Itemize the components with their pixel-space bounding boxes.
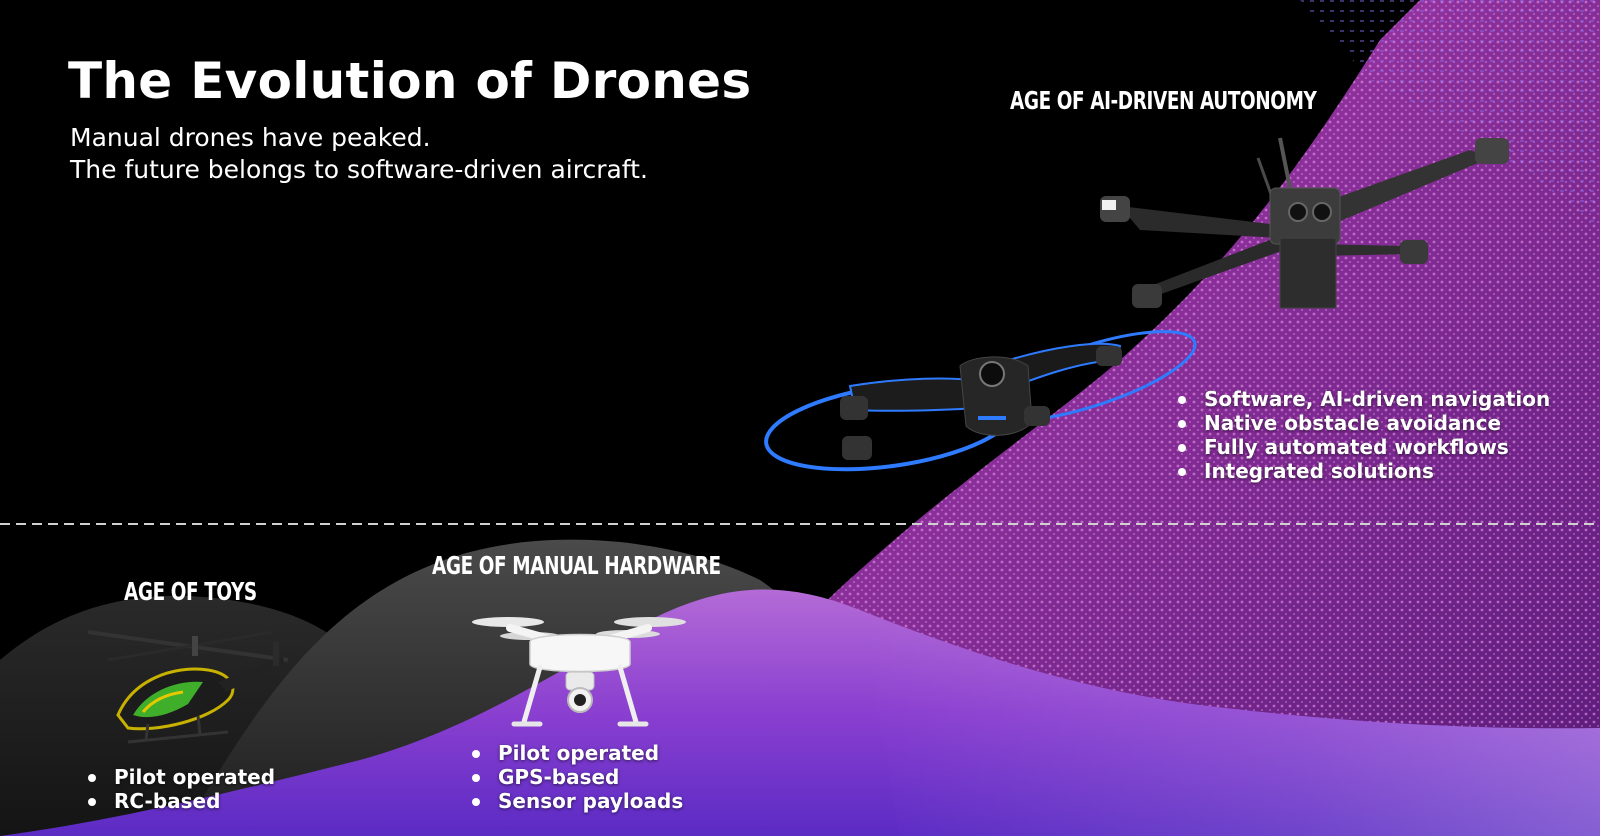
bullet-list-manual-hardware: Pilot operated GPS-based Sensor payloads	[466, 741, 683, 813]
list-item: RC-based	[82, 789, 275, 813]
list-item: Software, AI-driven navigation	[1172, 387, 1550, 411]
list-item: Pilot operated	[82, 765, 275, 789]
rc-helicopter-icon	[88, 630, 288, 744]
list-item: GPS-based	[466, 765, 683, 789]
era-label-manual-hardware: AGE OF MANUAL HARDWARE	[432, 551, 721, 580]
list-item: Sensor payloads	[466, 789, 683, 813]
list-item: Native obstacle avoidance	[1172, 411, 1550, 435]
list-item: Integrated solutions	[1172, 459, 1550, 483]
subtitle-line-1: Manual drones have peaked.	[70, 123, 431, 152]
subtitle-line-2: The future belongs to software-driven ai…	[70, 155, 648, 184]
bullet-list-toys: Pilot operated RC-based	[82, 765, 275, 813]
quadcopter-camera-icon	[472, 617, 686, 727]
era-label-ai-autonomy: AGE OF AI-DRIVEN AUTONOMY	[1010, 86, 1317, 115]
list-item: Pilot operated	[466, 741, 683, 765]
era-label-toys: AGE OF TOYS	[124, 577, 257, 606]
page-title: The Evolution of Drones	[68, 52, 752, 110]
bullet-list-ai-autonomy: Software, AI-driven navigation Native ob…	[1172, 387, 1550, 483]
list-item: Fully automated workflows	[1172, 435, 1550, 459]
subtitle: Manual drones have peaked. The future be…	[70, 122, 648, 186]
folding-autonomous-drone-icon	[764, 330, 1197, 472]
enterprise-autonomous-drone-icon	[1100, 137, 1509, 309]
